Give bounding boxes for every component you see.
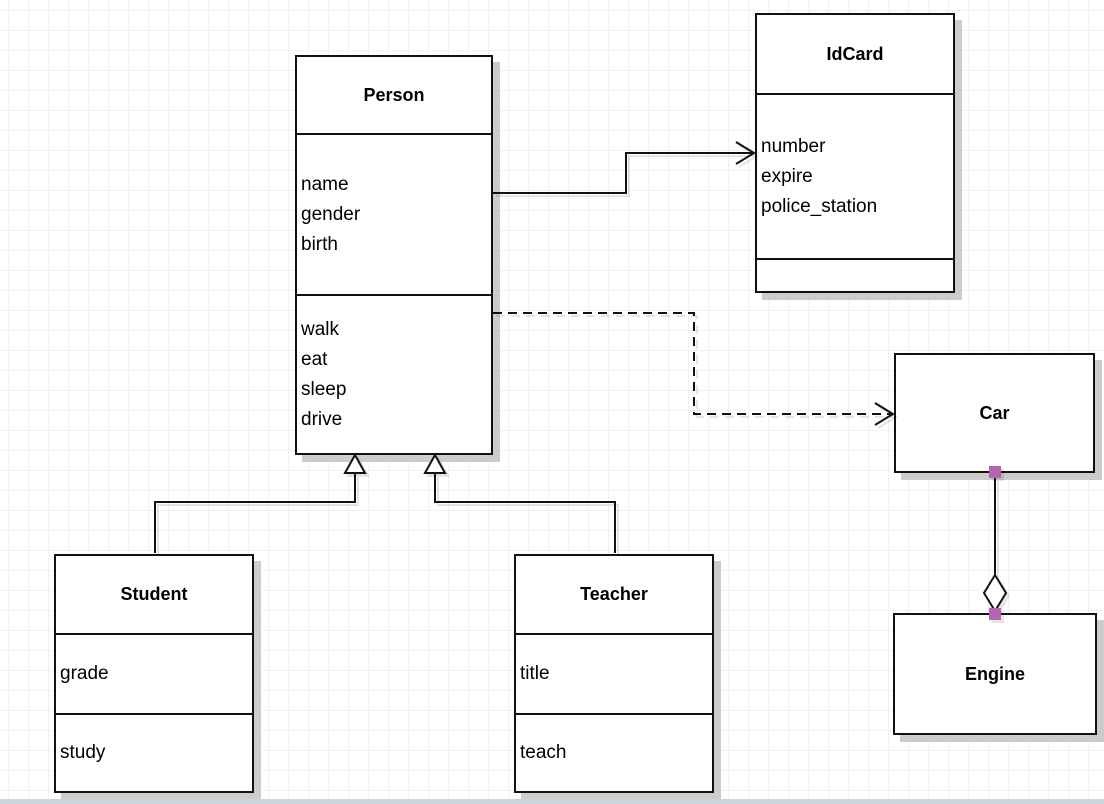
method-row: sleep	[301, 378, 347, 400]
connector-person-idcard-association[interactable]	[493, 141, 756, 194]
method-row: teach	[520, 742, 567, 763]
class-box-idcard[interactable]: IdCard number expire police_station	[755, 13, 955, 293]
canvas-bottom-edge	[0, 799, 1104, 804]
open-arrowhead-icon	[735, 141, 756, 165]
class-box-student[interactable]: Student grade study	[54, 554, 254, 793]
attribute-row: expire	[761, 165, 813, 187]
attributes-compartment: title	[516, 633, 712, 713]
hollow-diamond-icon	[982, 573, 1008, 613]
connector-teacher-person-generalization[interactable]	[423, 452, 616, 553]
attribute-row: gender	[301, 203, 361, 225]
attribute-row: title	[520, 663, 550, 684]
class-box-person[interactable]: Person name gender birth walk eat sleep …	[295, 55, 493, 455]
class-title: Teacher	[580, 584, 648, 604]
class-box-teacher[interactable]: Teacher title teach	[514, 554, 714, 793]
class-box-engine[interactable]: Engine	[893, 613, 1097, 735]
attribute-row: name	[301, 173, 349, 195]
method-row: study	[60, 742, 106, 763]
generalization-line	[154, 473, 356, 553]
method-row: walk	[301, 318, 340, 340]
method-row: drive	[301, 408, 343, 430]
attributes-compartment: grade	[56, 633, 252, 713]
endpoint-handle[interactable]	[989, 608, 1001, 620]
class-title: Car	[979, 402, 1010, 423]
connector-student-person-generalization[interactable]	[154, 452, 367, 553]
methods-compartment: walk eat sleep drive	[297, 294, 491, 453]
methods-compartment: study	[56, 713, 252, 791]
method-row: eat	[301, 348, 328, 370]
hollow-triangle-icon	[343, 452, 367, 474]
attribute-row: birth	[301, 233, 338, 255]
methods-compartment-empty	[757, 258, 953, 291]
open-arrowhead-icon	[874, 402, 895, 426]
class-title: Person	[363, 84, 425, 105]
class-title: IdCard	[826, 43, 884, 64]
attribute-row: police_station	[761, 195, 878, 217]
class-box-car[interactable]: Car	[894, 353, 1095, 473]
generalization-line	[434, 473, 616, 553]
connector-person-car-dependency[interactable]	[493, 312, 895, 426]
dependency-line	[493, 312, 891, 415]
connector-car-engine-aggregation[interactable]	[982, 466, 1008, 620]
attributes-compartment: number expire police_station	[757, 93, 953, 258]
methods-compartment: teach	[516, 713, 712, 791]
association-line	[493, 152, 752, 194]
hollow-triangle-icon	[423, 452, 447, 474]
attribute-row: grade	[60, 663, 109, 684]
endpoint-handle[interactable]	[989, 466, 1001, 478]
class-title: Engine	[964, 663, 1025, 684]
class-title: Student	[120, 584, 188, 604]
attributes-compartment: name gender birth	[297, 133, 491, 294]
attribute-row: number	[761, 135, 826, 157]
